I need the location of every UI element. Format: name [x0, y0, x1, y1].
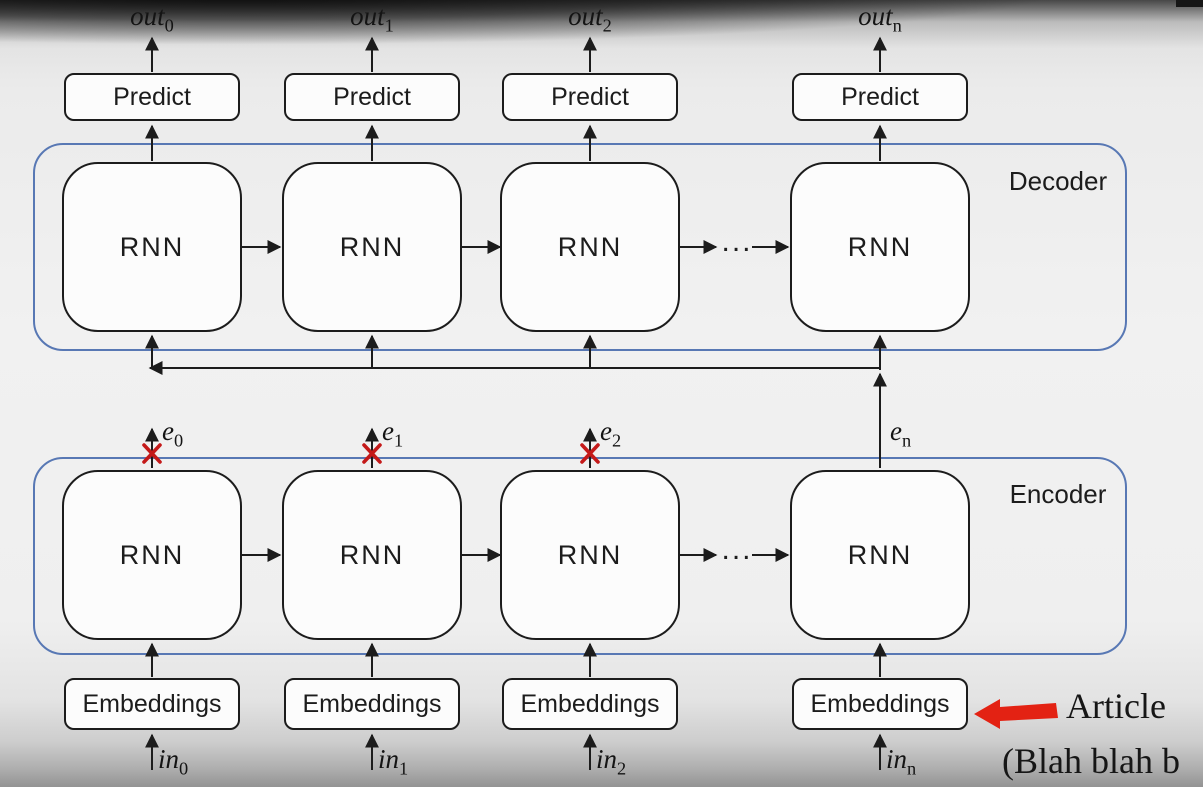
- out-base: out: [130, 1, 165, 31]
- embeddings-box-1: Embeddings: [284, 678, 460, 730]
- embeddings-box-n: Embeddings: [792, 678, 968, 730]
- e-label-2: e2: [600, 416, 621, 451]
- e-base: e: [162, 416, 174, 446]
- in-base: in: [158, 744, 180, 774]
- out-base: out: [350, 1, 385, 31]
- out-label-2: out2: [520, 1, 660, 36]
- in-base: in: [596, 744, 618, 774]
- decoder-container: [33, 143, 1127, 351]
- embeddings-to-rnn-arrows: [145, 642, 887, 677]
- in-base: in: [378, 744, 400, 774]
- encoder-output-arrows: [145, 427, 597, 468]
- in-label-1: in1: [378, 744, 408, 779]
- video-edge-artifact: [1176, 0, 1203, 7]
- out-label-n: outn: [810, 1, 950, 36]
- out-label-1: out1: [302, 1, 442, 36]
- annotation-line1: Article: [1066, 686, 1166, 726]
- decoder-rnn-2: RNN: [500, 162, 680, 332]
- out-sub: n: [892, 15, 902, 36]
- in-sub: 1: [399, 758, 409, 779]
- e-base: e: [382, 416, 394, 446]
- encoder-rnn-0: RNN: [62, 470, 242, 640]
- context-feedback-arrows: [145, 334, 887, 468]
- embeddings-box-0: Embeddings: [64, 678, 240, 730]
- decoder-ellipsis: ...: [721, 225, 753, 258]
- red-x-icon: [362, 443, 382, 464]
- e-base: e: [600, 416, 612, 446]
- out-sub: 2: [602, 15, 612, 36]
- decoder-rnn-0: RNN: [62, 162, 242, 332]
- red-x-icon: [142, 443, 162, 464]
- out-label-0: out0: [82, 1, 222, 36]
- out-sub: 1: [384, 15, 394, 36]
- e-sub: 2: [611, 430, 622, 451]
- crossed-out-marks: [142, 443, 600, 464]
- predict-box-n: Predict: [792, 73, 968, 121]
- in-sub: 0: [179, 758, 189, 779]
- in-label-n: inn: [886, 744, 916, 779]
- red-x-icon: [580, 443, 600, 464]
- out-sub: 0: [164, 15, 174, 36]
- encoder-rnn-n: RNN: [790, 470, 970, 640]
- out-base: out: [858, 1, 893, 31]
- in-label-0: in0: [158, 744, 188, 779]
- embeddings-box-2: Embeddings: [502, 678, 678, 730]
- e-label-1: e1: [382, 416, 403, 451]
- predict-output-arrows: [145, 36, 887, 72]
- out-base: out: [568, 1, 603, 31]
- rnn-to-predict-arrows: [145, 124, 887, 161]
- encoder-rnn-2: RNN: [500, 470, 680, 640]
- encoder-container: [33, 457, 1127, 655]
- decoder-label: Decoder: [1008, 166, 1108, 196]
- encoder-ellipsis: ...: [721, 533, 753, 566]
- e-base: e: [890, 416, 902, 446]
- encoder-label: Encoder: [1009, 479, 1107, 509]
- in-sub: n: [907, 758, 917, 779]
- in-base: in: [886, 744, 908, 774]
- e-sub: 1: [393, 430, 404, 451]
- red-annotation-arrow-icon: [974, 699, 1058, 729]
- e-label-0: e0: [162, 416, 183, 451]
- predict-box-0: Predict: [64, 73, 240, 121]
- e-sub: n: [901, 430, 912, 451]
- predict-box-2: Predict: [502, 73, 678, 121]
- in-sub: 2: [617, 758, 627, 779]
- encoder-rnn-1: RNN: [282, 470, 462, 640]
- decoder-rnn-n: RNN: [790, 162, 970, 332]
- annotation-line2: (Blah blah b: [1002, 741, 1180, 781]
- e-sub: 0: [173, 430, 184, 451]
- decoder-rnn-1: RNN: [282, 162, 462, 332]
- input-arrows: [145, 733, 887, 770]
- in-label-2: in2: [596, 744, 626, 779]
- predict-box-1: Predict: [284, 73, 460, 121]
- e-label-n: en: [890, 416, 911, 451]
